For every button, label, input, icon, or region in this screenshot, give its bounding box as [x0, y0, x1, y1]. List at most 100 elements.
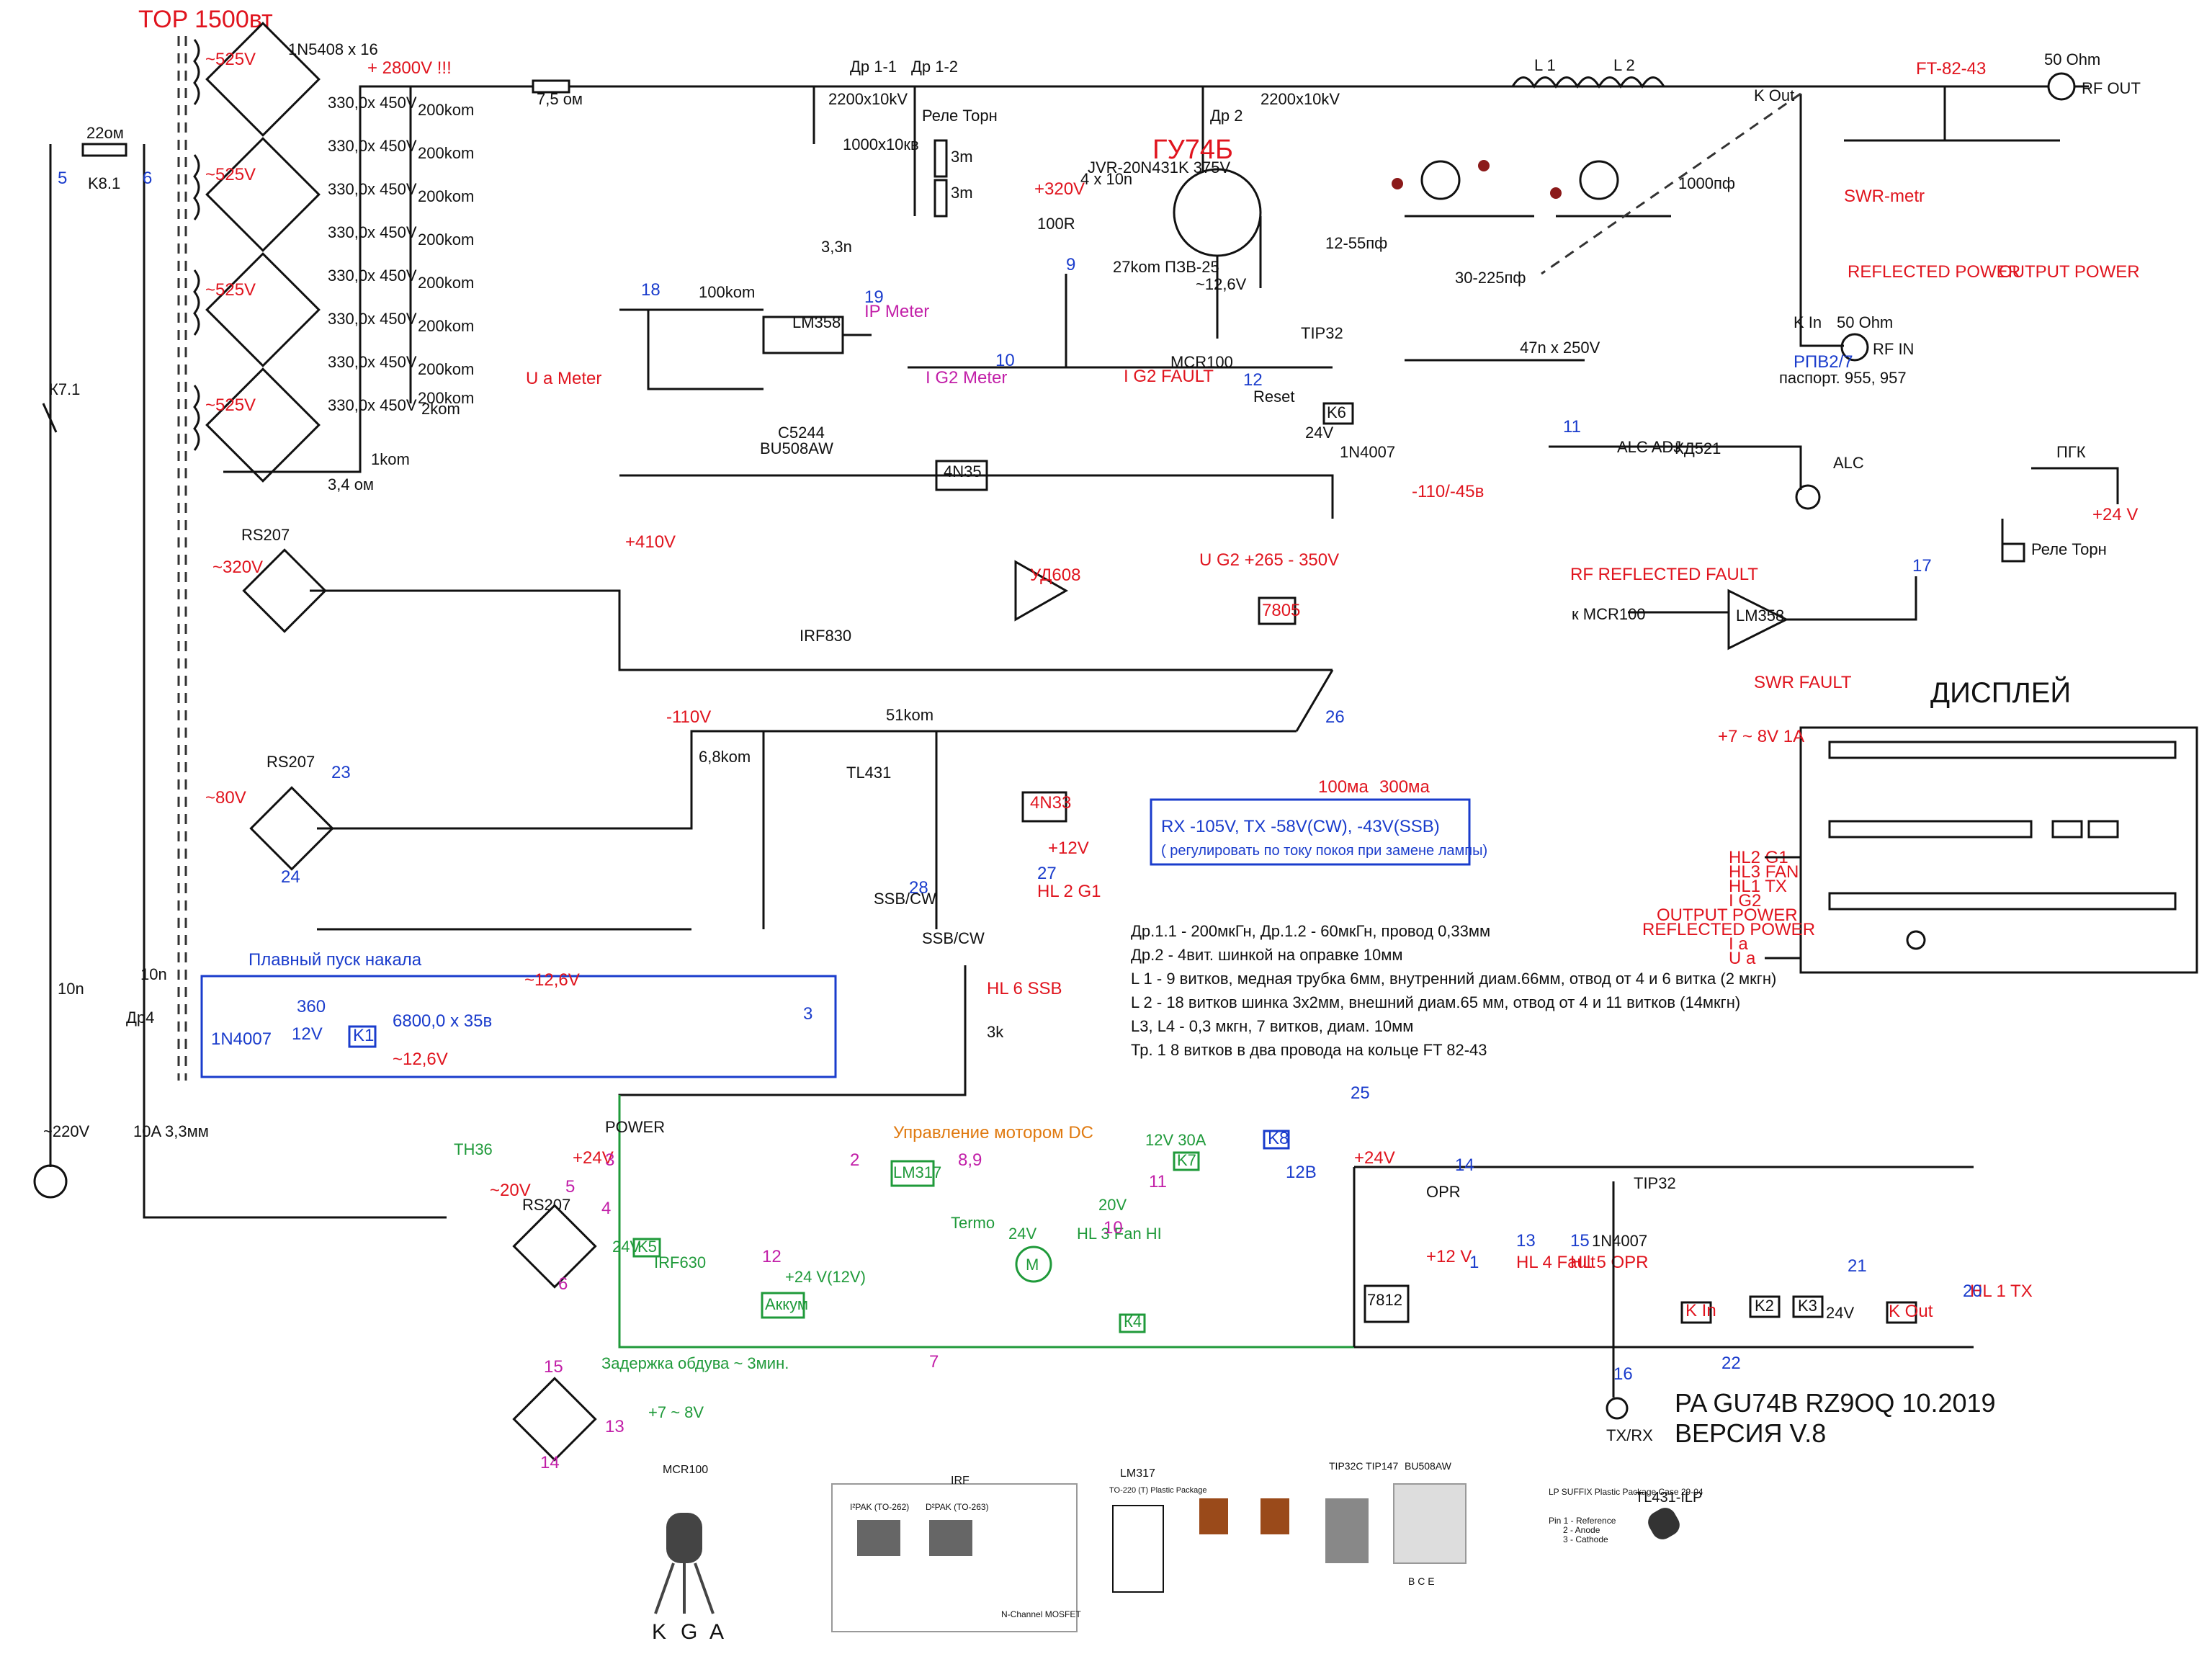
motor-control-label: Управление мотором DC	[893, 1123, 1093, 1142]
pin-11-alc: 11	[1563, 417, 1581, 437]
regulator-7805	[1258, 596, 1297, 625]
k4-label: К4	[1124, 1313, 1142, 1331]
ig2-fault-label: I G2 FAULT	[1124, 367, 1214, 386]
opamp-ud608	[1014, 560, 1069, 622]
display-supply: +7 ~ 8V 1A	[1718, 727, 1804, 746]
lm358-swr	[1727, 589, 1789, 650]
svg-text:200kom: 200kom	[418, 144, 474, 162]
winding-notes: Др.1.1 - 200мкГн, Др.1.2 - 60мкГн, прово…	[1131, 922, 1776, 1059]
resistor-22ohm	[81, 143, 127, 157]
svg-text:REFLECTED POWER: REFLECTED POWER	[1642, 920, 1815, 939]
svg-text:24V: 24V	[1008, 1225, 1036, 1243]
pkg-mcr100: MCR100	[663, 1464, 708, 1476]
k2-label: K2	[1755, 1297, 1774, 1315]
k1-label: K1	[353, 1026, 374, 1045]
c5244-label: C5244	[778, 424, 825, 442]
res-100kom-ip: 100kom	[699, 283, 755, 301]
k3-label: K3	[1798, 1297, 1817, 1315]
cap-30-225pf: 30-225пф	[1455, 269, 1526, 287]
rf-in-connector[interactable]	[1840, 333, 1869, 362]
svg-text:5: 5	[565, 1177, 575, 1197]
mains-plug[interactable]	[33, 1164, 68, 1199]
pkg-bce: B C E	[1408, 1575, 1435, 1587]
ssb-cw-switch[interactable]: SSB/CW	[874, 890, 936, 908]
rele-torn-2: Реле Торн	[2031, 540, 2107, 558]
svg-text:330,0x 450V: 330,0x 450V	[328, 310, 417, 328]
band-switch-2[interactable]	[1579, 160, 1619, 200]
res-3m-1: 3m	[951, 148, 973, 166]
opr-switch[interactable]: OPR	[1426, 1183, 1461, 1201]
bridge-power	[512, 1204, 597, 1289]
pkg-ipak: I²PAK (TO-262)	[850, 1502, 909, 1512]
pkg-lp: LP SUFFIX Plastic Package Case 29-04	[1549, 1487, 1703, 1497]
k6-voltage: 24V	[1305, 424, 1333, 442]
ud608-label: УД608	[1030, 565, 1080, 585]
reset-label[interactable]: Reset	[1253, 388, 1294, 406]
svg-text:200kom: 200kom	[418, 274, 474, 292]
svg-text:11: 11	[1149, 1172, 1167, 1191]
power-switch[interactable]: POWER	[605, 1118, 665, 1136]
tx-plus24: +24V	[1354, 1148, 1395, 1168]
hv-bridge-group: ~525V ~525V ~525V ~525V	[193, 22, 321, 483]
hv-sec-voltage-3: ~525V	[205, 280, 256, 300]
pgk-label: ПГК	[2056, 443, 2086, 461]
reflected-power-label: REFLECTED POWER	[1848, 262, 2020, 282]
rs207-bias: RS207	[267, 753, 315, 771]
cap-1000x10kv: 1000x10кв	[843, 135, 919, 153]
relay-k-out	[1886, 1301, 1917, 1324]
txrx-connector[interactable]	[1606, 1397, 1629, 1420]
lm358-label: LM358	[792, 313, 841, 331]
lm317-label: LM317	[893, 1163, 941, 1181]
svg-text:I G2: I G2	[1729, 891, 1761, 911]
hl4-fault: HL 4 Fault	[1516, 1253, 1595, 1272]
display-box	[1799, 726, 2198, 974]
v20-label: 20V	[1098, 1196, 1127, 1214]
soft-start-diode: 1N4007	[211, 1029, 272, 1049]
ua-meter-label: U a Meter	[526, 369, 601, 388]
transformer-label: TOP 1500вт	[138, 6, 273, 33]
relay-k7	[1173, 1151, 1200, 1171]
res-7-5ohm: 7,5 ом	[537, 90, 583, 108]
svg-text:25: 25	[1351, 1083, 1370, 1103]
v24-12-label: +24 V(12V)	[785, 1268, 866, 1286]
pkg-bu508: BU508AW	[1405, 1460, 1452, 1472]
ip-meter-label: IP Meter	[864, 302, 929, 321]
cap-3-3n-ip: 3,3n	[821, 238, 852, 256]
choke-dr1-1: Др 1-1	[850, 58, 897, 76]
svg-text:14: 14	[1455, 1155, 1474, 1175]
rf-out-label: RF OUT	[2082, 79, 2141, 97]
band-switch-1[interactable]	[1420, 160, 1461, 200]
rf-reflected-fault-label: RF REFLECTED FAULT	[1570, 565, 1758, 584]
rele-torn-label: Реле Торн	[922, 107, 998, 125]
res-2kom: 2kom	[421, 400, 460, 418]
termo-label: Termo	[951, 1214, 995, 1232]
hl1-tx: HL 1 TX	[1970, 1282, 2033, 1301]
hv-res-stack: 200kom 200kom 200kom 200kom 200kom 200ko…	[418, 101, 474, 407]
bridge-display	[512, 1377, 597, 1462]
relay-k4	[1119, 1313, 1146, 1333]
hl6-switch[interactable]: SSB/CW	[922, 929, 985, 947]
svg-text:1: 1	[1469, 1253, 1479, 1272]
svg-text:12: 12	[762, 1247, 782, 1266]
regulator-lm317	[890, 1160, 935, 1187]
svg-text:330,0x 450V: 330,0x 450V	[328, 137, 417, 155]
relay-k1	[348, 1025, 377, 1048]
res-3-4ohm: 3,4 ом	[328, 475, 374, 493]
alc-connector[interactable]	[1795, 484, 1821, 510]
hl5-opr: HL 5 OPR	[1570, 1253, 1648, 1272]
rf-out-ohm: 50 Ohm	[2044, 50, 2100, 68]
cap-2200-out: 2200x10kV	[1261, 90, 1340, 108]
relay-k8	[1263, 1130, 1290, 1150]
passport-label: паспорт. 955, 957	[1779, 369, 1907, 387]
pkg-irf-box	[831, 1483, 1078, 1632]
tube-label: ГУ74Б	[1152, 135, 1233, 165]
k-out-tx: K Out	[1889, 1302, 1933, 1321]
bias-minus80: ~80V	[205, 788, 246, 808]
rf-out-connector[interactable]	[2047, 72, 2076, 101]
bias-voltages: RX -105V, TX -58V(CW), -43V(SSB)	[1161, 817, 1440, 836]
svg-text:M: M	[1026, 1256, 1039, 1274]
svg-text:330,0x 450V: 330,0x 450V	[328, 267, 417, 285]
choke-dr2: Др 2	[1210, 107, 1242, 125]
pin-23: 23	[331, 763, 351, 782]
svg-text:I a: I a	[1729, 934, 1748, 954]
